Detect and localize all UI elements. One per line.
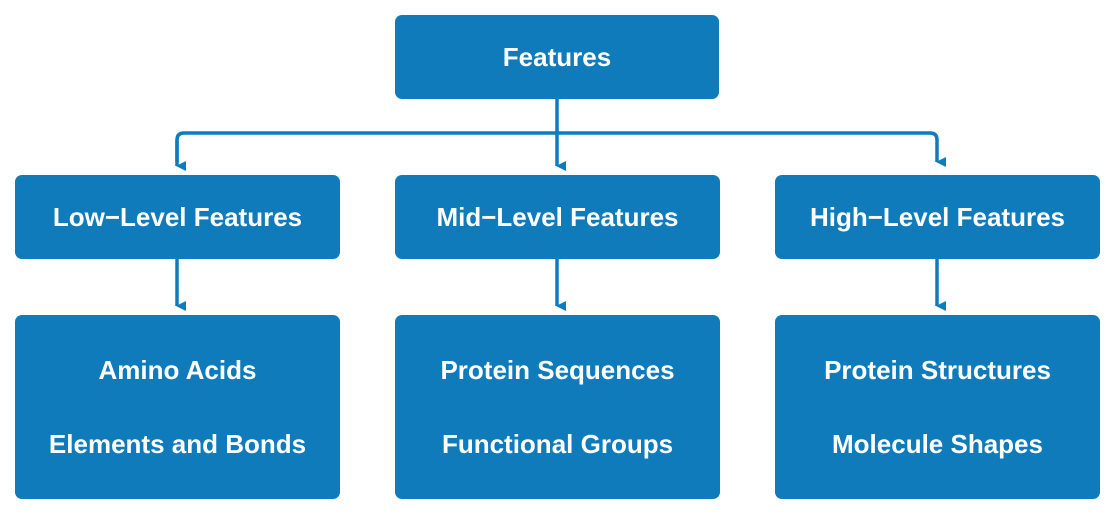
high-level-features-label: High−Level Features	[809, 201, 1066, 232]
mid-level-features-node: Mid−Level Features	[395, 175, 720, 259]
high-level-items-node: Protein Structures Molecule Shapes	[775, 315, 1100, 499]
low-level-features-label: Low−Level Features	[52, 201, 303, 232]
protein-structures-label: Protein Structures	[824, 355, 1051, 385]
protein-sequences-label: Protein Sequences	[440, 355, 675, 385]
features-root-label: Features	[502, 41, 612, 72]
features-root-node: Features	[395, 15, 719, 99]
low-level-items-node: Amino Acids Elements and Bonds	[15, 315, 340, 499]
mid-level-features-label: Mid−Level Features	[436, 201, 679, 232]
molecule-shapes-label: Molecule Shapes	[832, 429, 1043, 459]
amino-acids-label: Amino Acids	[98, 355, 257, 385]
high-level-features-node: High−Level Features	[775, 175, 1100, 259]
functional-groups-label: Functional Groups	[441, 429, 674, 459]
mid-level-items-node: Protein Sequences Functional Groups	[395, 315, 720, 499]
elements-and-bonds-label: Elements and Bonds	[48, 429, 307, 459]
low-level-features-node: Low−Level Features	[15, 175, 340, 259]
